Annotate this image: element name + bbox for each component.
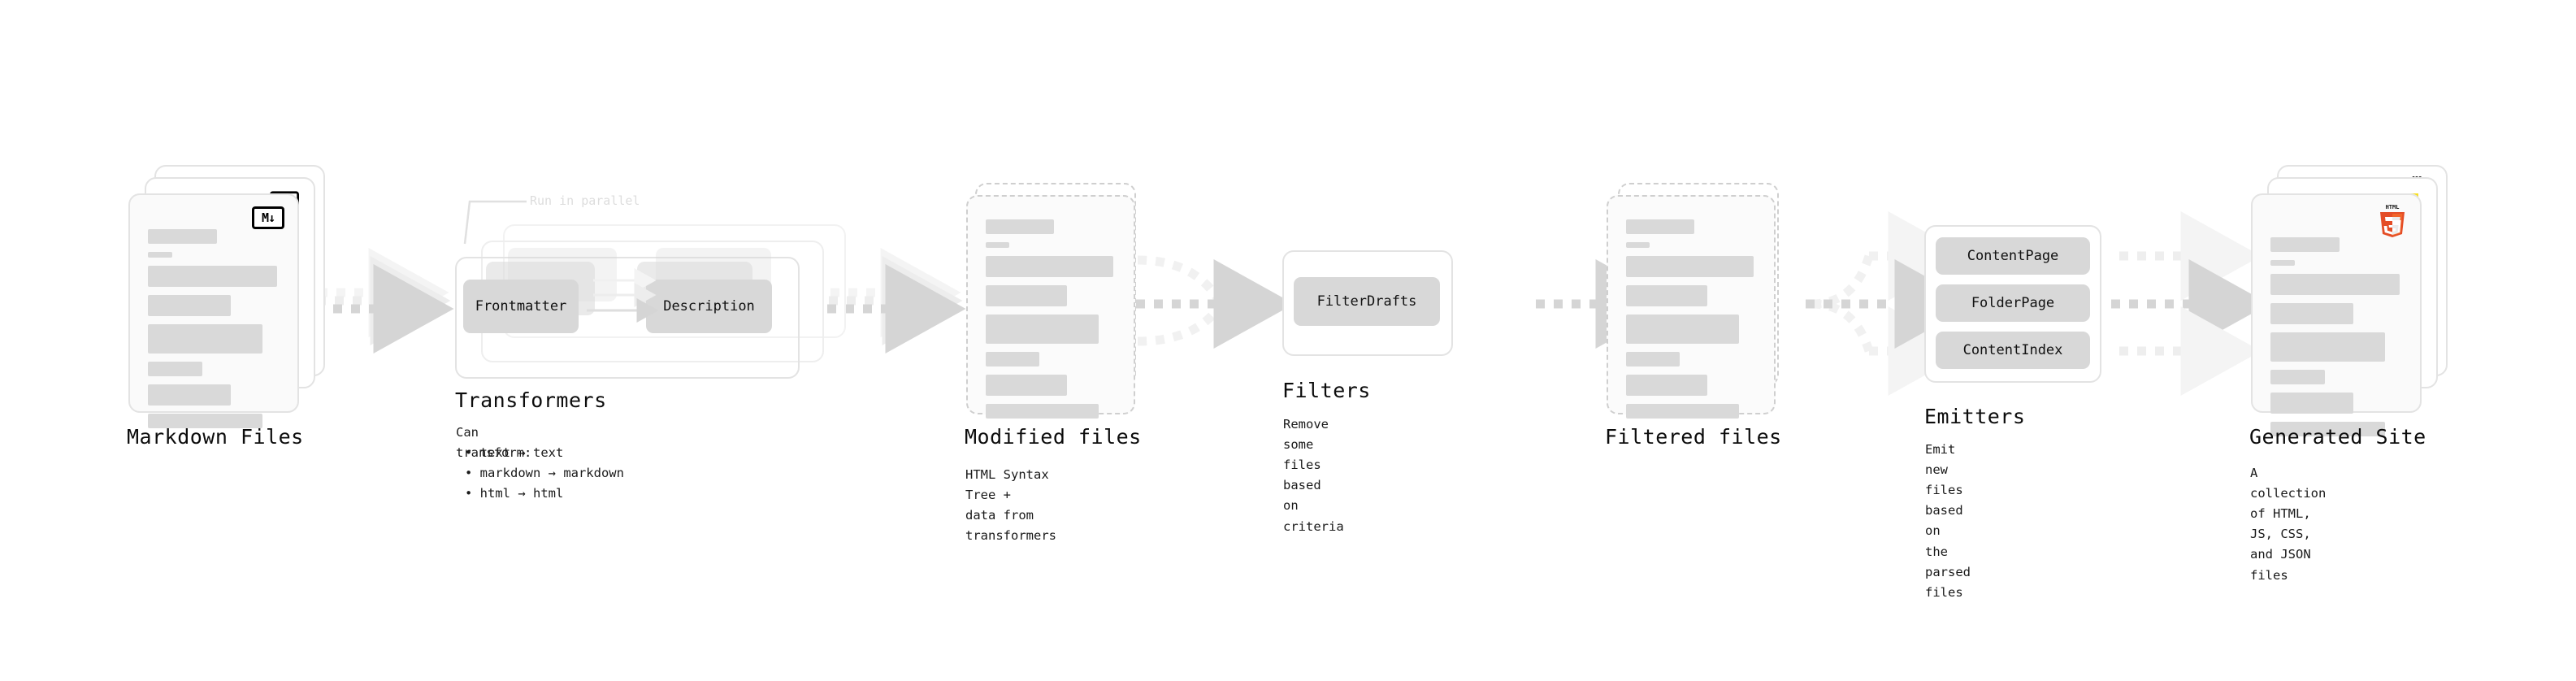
transformers-bullet-1: • markdown → markdown bbox=[465, 466, 624, 481]
modified-card-front bbox=[966, 195, 1135, 419]
markdown-card-lines bbox=[148, 229, 281, 436]
markdown-badge-label: M↓ bbox=[252, 206, 284, 229]
transformer-chip-description[interactable]: Description bbox=[646, 280, 772, 333]
site-card-front: HTML bbox=[2251, 193, 2422, 436]
emitter-chip-folderpage[interactable]: FolderPage bbox=[1936, 284, 2090, 322]
transformers-bullet-2: • html → html bbox=[465, 486, 564, 501]
arrow-filtered-to-emitters bbox=[1806, 211, 1975, 396]
caption-markdown-files: Markdown Files bbox=[127, 425, 304, 449]
caption-generated-site: Generated Site bbox=[2249, 425, 2426, 449]
modified-card-lines bbox=[986, 219, 1117, 427]
filters-description: Remove some files based on criteria bbox=[1283, 417, 1344, 534]
markdown-badge: M↓ bbox=[252, 206, 284, 229]
modified-files-description: HTML Syntax Tree + data from transformer… bbox=[965, 467, 1056, 544]
caption-modified-files: Modified files bbox=[965, 425, 1142, 449]
transformers-frame-front bbox=[455, 257, 800, 379]
emitters-description: Emit new files based on the parsed files bbox=[1925, 442, 1971, 600]
emitter-chip-contentpage-label: ContentPage bbox=[1967, 248, 2059, 264]
generated-site-description: A collection of HTML, JS, CSS, and JSON … bbox=[2250, 466, 2327, 583]
transformers-description: Can transform: bbox=[456, 425, 532, 461]
transformers-bullet-list: • text → text • markdown → markdown • ht… bbox=[465, 443, 624, 504]
markdown-card-front: M↓ bbox=[128, 193, 299, 428]
caption-filtered-files: Filtered files bbox=[1605, 425, 1782, 449]
html5-badge: HTML bbox=[2376, 202, 2409, 242]
html5-logo-icon: HTML bbox=[2380, 204, 2405, 237]
arrow-markdown-to-transformers bbox=[315, 248, 454, 354]
transformer-chip-frontmatter-label: Frontmatter bbox=[475, 298, 567, 314]
transformer-chip-frontmatter[interactable]: Frontmatter bbox=[463, 280, 579, 333]
filtered-card-front bbox=[1607, 195, 1776, 419]
emitter-chip-folderpage-label: FolderPage bbox=[1971, 295, 2055, 311]
filtered-card-lines bbox=[1626, 219, 1758, 427]
emitter-chip-contentpage[interactable]: ContentPage bbox=[1936, 237, 2090, 275]
emitter-chip-contentindex-label: ContentIndex bbox=[1962, 342, 2063, 358]
filter-chip-filterdrafts[interactable]: FilterDrafts bbox=[1294, 277, 1440, 326]
caption-emitters: Emitters bbox=[1924, 405, 2026, 428]
filter-chip-filterdrafts-label: FilterDrafts bbox=[1316, 293, 1417, 310]
transformers-bullet-0: • text → text bbox=[465, 445, 564, 460]
transformer-chip-description-label: Description bbox=[663, 298, 755, 314]
arrow-modified-to-filters bbox=[1136, 255, 1295, 349]
svg-text:HTML: HTML bbox=[2386, 204, 2400, 210]
site-card-lines bbox=[2270, 237, 2404, 445]
caption-filters: Filters bbox=[1282, 379, 1371, 402]
arrow-emitters-to-site bbox=[2111, 211, 2270, 396]
emitter-chip-contentindex[interactable]: ContentIndex bbox=[1936, 332, 2090, 369]
caption-transformers: Transformers bbox=[455, 388, 607, 412]
run-in-parallel-label: Run in parallel bbox=[530, 193, 640, 208]
